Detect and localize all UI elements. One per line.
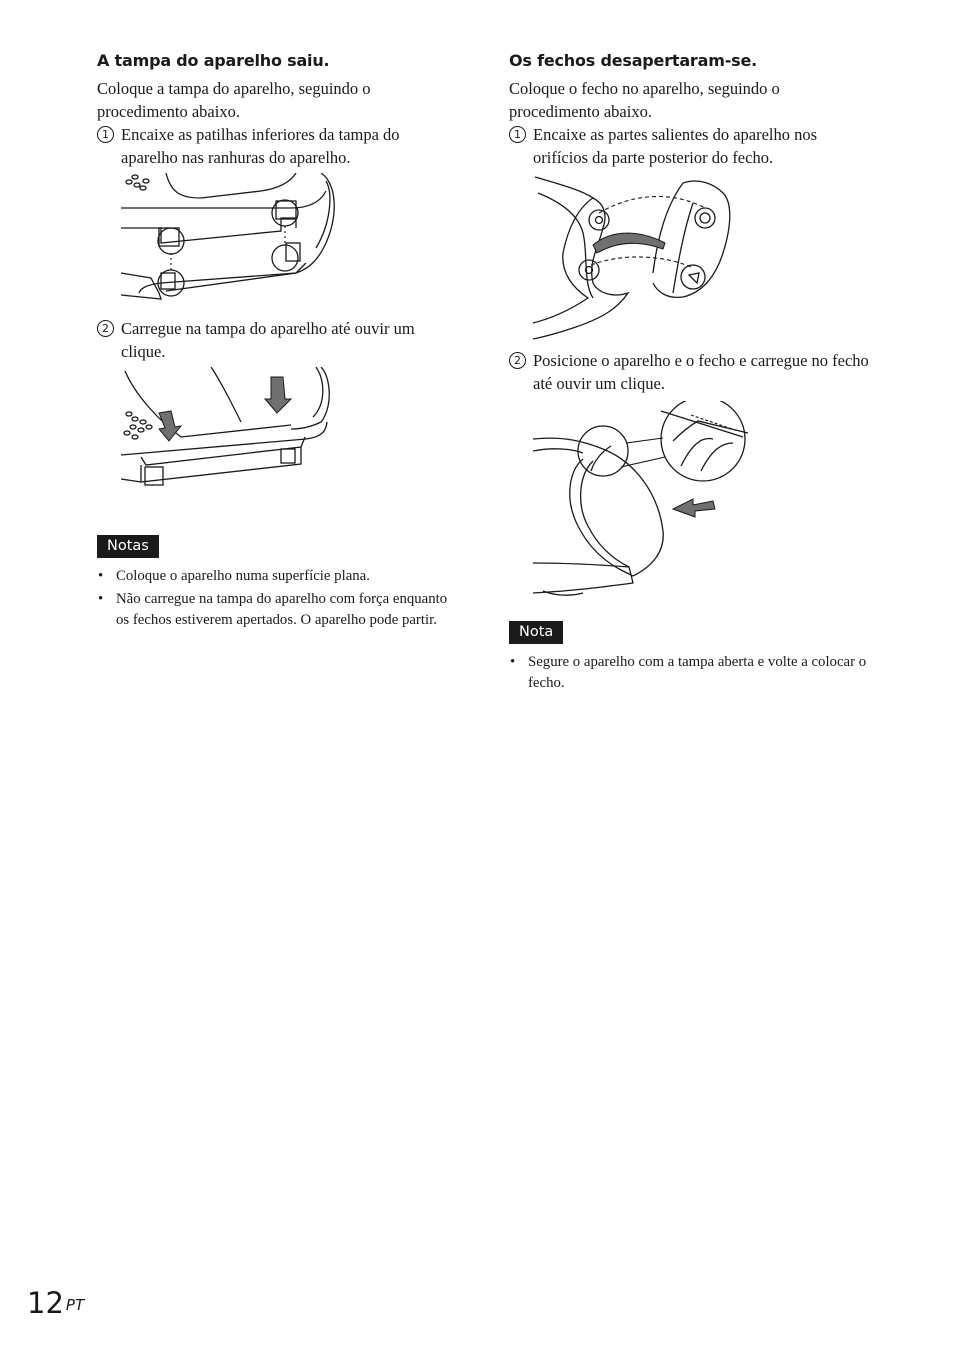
step-text: Encaixe as partes salientes do aparelho …: [533, 125, 818, 167]
step-1: 1 Encaixe as partes salientes do aparelh…: [509, 123, 869, 169]
notes-block: Notas • Coloque o aparelho numa superfíci…: [97, 535, 457, 631]
list-item: • Não carregue na tampa do aparelho com f…: [97, 589, 457, 631]
lid-tabs-illustration: [121, 173, 335, 300]
step-number-1: 1: [509, 126, 526, 143]
step-text: Encaixe as patilhas inferiores da tampa …: [121, 125, 400, 167]
list-item: • Segure o aparelho com a tampa aberta e …: [509, 652, 869, 694]
step-text: Posicione o aparelho e o fecho e carregu…: [533, 351, 869, 393]
page-number-value: 12: [27, 1286, 64, 1320]
note-text: Não carregue na tampa do aparelho com fo…: [116, 591, 448, 628]
page-language-code: PT: [65, 1296, 85, 1314]
bullet-icon: •: [98, 591, 104, 607]
note-label: Nota: [509, 621, 564, 644]
notes-list: • Segure o aparelho com a tampa aberta e …: [509, 652, 869, 694]
step-2: 2 Posicione o aparelho e o fecho e carre…: [509, 349, 869, 395]
section-heading-lid: A tampa do aparelho saiu.: [97, 51, 330, 70]
intro-text: Coloque o fecho no aparelho, seguindo o …: [509, 79, 780, 121]
press-lid-illustration: [121, 367, 330, 486]
latch-click-illustration: [533, 401, 749, 596]
step-number-2: 2: [97, 320, 114, 337]
right-column: Os fechos desapertaram-se. Coloque o fec…: [509, 50, 869, 696]
step-2: 2 Carregue na tampa do aparelho até ouvi…: [97, 317, 457, 363]
list-item: • Coloque o aparelho numa superfície plan…: [97, 566, 457, 587]
bullet-icon: •: [98, 568, 104, 584]
intro-text: Coloque a tampa do aparelho, seguindo o …: [97, 79, 371, 121]
latch-holes-illustration: [533, 176, 731, 340]
step-number-1: 1: [97, 126, 114, 143]
left-column: A tampa do aparelho saiu. Coloque a tamp…: [97, 50, 457, 633]
note-text: Coloque o aparelho numa superfície plana…: [116, 568, 370, 584]
notes-label: Notas: [97, 535, 159, 558]
step-number-2: 2: [509, 352, 526, 369]
note-text: Segure o aparelho com a tampa aberta e v…: [528, 654, 867, 691]
step-1: 1 Encaixe as patilhas inferiores da tamp…: [97, 123, 457, 169]
step-text: Carregue na tampa do aparelho até ouvir …: [121, 319, 415, 361]
section-heading-latches: Os fechos desapertaram-se.: [509, 51, 757, 70]
notes-list: • Coloque o aparelho numa superfície plan…: [97, 566, 457, 631]
bullet-icon: •: [510, 654, 516, 670]
note-block: Nota • Segure o aparelho com a tampa aber…: [509, 621, 869, 694]
